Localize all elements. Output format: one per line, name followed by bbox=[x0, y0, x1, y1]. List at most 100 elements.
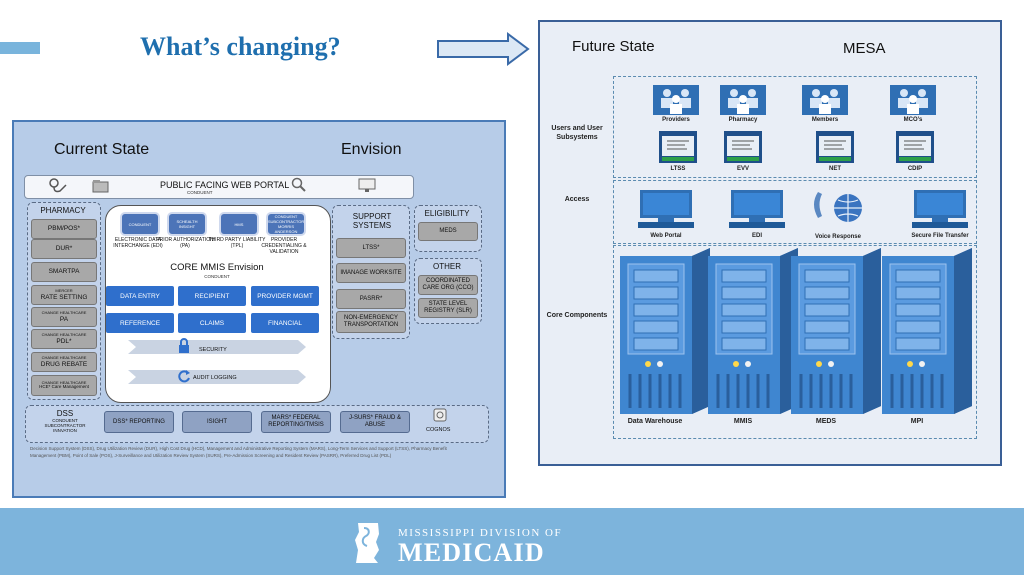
server-label: Data Warehouse bbox=[627, 418, 683, 425]
subsystem-label: NET bbox=[829, 166, 841, 172]
pharmacy-item: SMARTPA bbox=[31, 262, 97, 282]
core-module-button: DATA ENTRY bbox=[106, 286, 174, 306]
subsystem-label: LTSS bbox=[670, 166, 686, 172]
core-module-button: REFERENCE bbox=[106, 313, 174, 333]
future-state-heading: Future State bbox=[572, 38, 655, 55]
web-portal-title: PUBLIC FACING WEB PORTAL bbox=[160, 180, 290, 190]
core-module-button: FINANCIAL bbox=[251, 313, 319, 333]
access-label: Web Portal bbox=[650, 233, 682, 239]
users-section-label: Users and User Subsystems bbox=[551, 125, 603, 142]
user-group-label: Providers bbox=[662, 117, 690, 123]
refresh-icon bbox=[178, 370, 190, 383]
core-module-button: PROVIDER MGMT bbox=[251, 286, 319, 306]
dss-group bbox=[25, 405, 489, 443]
arrow-right-icon bbox=[437, 32, 530, 66]
footer-line2: MEDICAID bbox=[398, 538, 545, 567]
other-item-cco: COORDINATED CARE ORG (CCO) bbox=[418, 275, 478, 295]
core-system-icon: SCHEALTH INSIGHT bbox=[167, 212, 207, 236]
user-group-label: MCO’s bbox=[903, 117, 923, 123]
dss-sub: CONDUENT SUBCONTRACTOR INNVATION bbox=[44, 418, 86, 434]
pharmacy-item-vendor: CHANGE HEALTHCARE bbox=[41, 355, 87, 361]
core-title: CORE MMIS Envision bbox=[170, 262, 264, 273]
other-item-slr: STATE LEVEL REGISTRY (SLR) bbox=[418, 298, 478, 318]
footer-band bbox=[0, 508, 1024, 575]
server-icon bbox=[882, 248, 972, 414]
server-icon bbox=[791, 248, 881, 414]
access-band bbox=[613, 180, 977, 244]
dss-item: MARS* FEDERAL REPORTING/TMSIS bbox=[261, 411, 331, 433]
current-state-heading: Current State bbox=[54, 141, 150, 158]
phone-globe-icon bbox=[814, 192, 862, 222]
search-icon bbox=[291, 177, 306, 192]
pharmacy-item-vendor: CHANGE HEALTHCARE bbox=[41, 310, 87, 316]
access-section-label: Access bbox=[564, 196, 590, 203]
user-group-label: Members bbox=[811, 117, 839, 123]
folder-icon bbox=[92, 180, 109, 193]
core-system-label: THIRD PARTY LIABILITY (TPL) bbox=[208, 237, 266, 249]
pharmacy-item-label: SMARTPA bbox=[48, 268, 80, 276]
server-icon bbox=[708, 248, 798, 414]
audit-label: AUDIT LOGGING bbox=[193, 375, 237, 381]
user-group-icon bbox=[802, 85, 848, 115]
access-label: Secure File Transfer bbox=[911, 233, 969, 239]
pharmacy-item-vendor: CHANGE HEALTHCARE bbox=[41, 379, 87, 385]
cognos-icon bbox=[433, 408, 447, 422]
public-web-portal bbox=[24, 175, 414, 199]
pharmacy-item-vendor: CHANGE HEALTHCARE bbox=[41, 332, 87, 338]
subsystem-label: EVV bbox=[736, 166, 749, 172]
user-group-icon bbox=[653, 85, 699, 115]
security-label: SECURITY bbox=[199, 347, 227, 353]
server-label: MMIS bbox=[733, 418, 753, 425]
eligibility-heading: ELIGIBILITY bbox=[424, 209, 470, 218]
pharmacy-item-label: DUR* bbox=[55, 245, 73, 253]
core-module-button: CLAIMS bbox=[178, 313, 246, 333]
core-system-icon: CONDUENT SUBCONTRACTOR MORRIS ANDERSON bbox=[266, 212, 306, 236]
core-system-label: PRIOR AUTHORIZATION (PA) bbox=[156, 237, 214, 249]
support-heading: SUPPORT SYSTEMS bbox=[352, 212, 392, 230]
users-band bbox=[613, 76, 977, 178]
application-window-icon bbox=[724, 131, 762, 163]
user-group-label: Pharmacy bbox=[728, 117, 758, 123]
footnote: Decision Support System (DSS), Drug Util… bbox=[30, 446, 447, 458]
eligibility-item: MEDS bbox=[418, 222, 478, 241]
computer-icon bbox=[729, 190, 785, 228]
dss-heading: DSS bbox=[56, 409, 74, 418]
application-window-icon bbox=[896, 131, 934, 163]
server-label: MEDS bbox=[815, 418, 837, 425]
accent-bar bbox=[0, 42, 40, 54]
footer-line1: MISSISSIPPI DIVISION OF bbox=[398, 527, 563, 539]
audit-band bbox=[128, 370, 306, 384]
core-system-label: PROVIDER CREDENTIALING & VALIDATION bbox=[261, 237, 307, 255]
lock-icon bbox=[179, 338, 189, 353]
pharmacy-item-label: DRUG REBATE bbox=[40, 360, 88, 368]
monitor-icon bbox=[358, 178, 376, 192]
computer-icon bbox=[912, 190, 968, 228]
subsystem-label: CDIP bbox=[907, 166, 923, 172]
stethoscope-icon bbox=[49, 178, 67, 193]
user-group-icon bbox=[720, 85, 766, 115]
pharmacy-heading: PHARMACY bbox=[40, 206, 86, 215]
pharmacy-item-label: PA bbox=[59, 315, 69, 323]
pharmacy-item-vendor: MERCER bbox=[55, 288, 73, 294]
core-system-icon: HMS bbox=[219, 212, 259, 236]
access-label: Voice Response bbox=[815, 234, 861, 240]
web-portal-subtitle: CONDUENT bbox=[187, 190, 213, 195]
other-heading: OTHER bbox=[433, 262, 461, 271]
server-label: MPI bbox=[910, 418, 924, 425]
computer-icon bbox=[638, 190, 694, 228]
slide-title: What’s changing? bbox=[140, 32, 341, 61]
access-label: EDI bbox=[751, 233, 762, 239]
core-system-label: ELECTRONIC DATA INTERCHANGE (EDI) bbox=[113, 237, 163, 249]
pharmacy-item-label: RATE SETTING bbox=[40, 293, 88, 301]
pharmacy-item: PBM/POS* bbox=[31, 219, 97, 239]
core-band bbox=[613, 245, 977, 439]
core-section-label: Core Components bbox=[546, 312, 608, 319]
pharmacy-item-label: PDL* bbox=[56, 337, 72, 345]
pharmacy-item-label: PBM/POS* bbox=[47, 225, 81, 233]
mesa-heading: MESA bbox=[843, 40, 886, 57]
cognos-label: COGNOS bbox=[426, 427, 451, 433]
